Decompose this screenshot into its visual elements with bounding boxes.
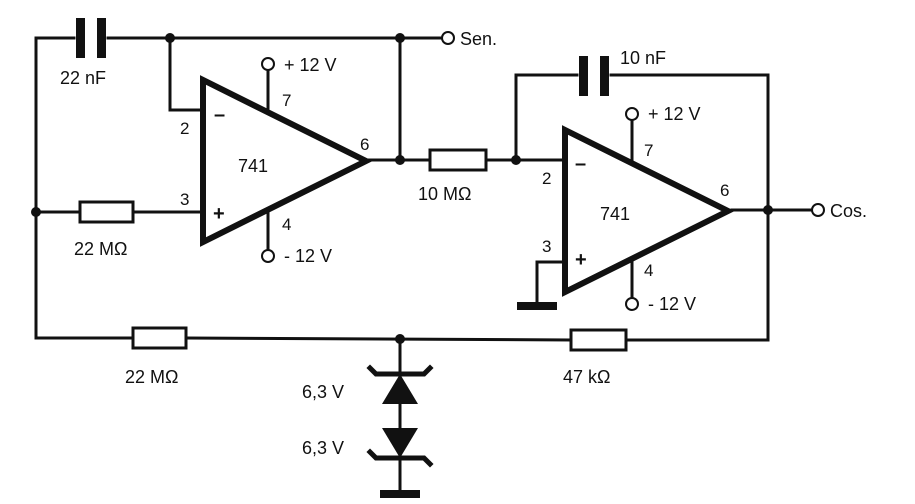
opamp2-vpos-label: + 12 V bbox=[648, 104, 701, 124]
junction-dot bbox=[31, 207, 41, 217]
cos-terminal bbox=[811, 203, 825, 217]
opamp1-pin-minus: 2 bbox=[180, 119, 189, 138]
opamp1-vneg-label: - 12 V bbox=[284, 246, 332, 266]
opamp1-minus-sign: – bbox=[214, 104, 225, 126]
opamp2-pin-plus: 3 bbox=[542, 237, 551, 256]
sen-label: Sen. bbox=[460, 29, 497, 49]
z2-label: 6,3 V bbox=[302, 438, 344, 458]
resistor-r4: 47 kΩ bbox=[563, 328, 628, 387]
r4-label: 47 kΩ bbox=[563, 367, 610, 387]
opamp1-pin-vpos: 7 bbox=[282, 91, 291, 110]
r3-label: 22 MΩ bbox=[125, 367, 178, 387]
z1-label: 6,3 V bbox=[302, 382, 344, 402]
opamp1-vpos-terminal bbox=[261, 57, 275, 71]
opamp1-pin-plus: 3 bbox=[180, 190, 189, 209]
opamp1-pin-out: 6 bbox=[360, 135, 369, 154]
r2-label: 10 MΩ bbox=[418, 184, 471, 204]
opamp1-model: 741 bbox=[238, 156, 268, 176]
r1-label: 22 MΩ bbox=[74, 239, 127, 259]
opamp2-pin-minus: 2 bbox=[542, 169, 551, 188]
opamp1-vneg-terminal bbox=[261, 249, 275, 263]
opamp2-minus-sign: – bbox=[575, 153, 586, 175]
opamp1-pin-vneg: 4 bbox=[282, 215, 291, 234]
ground-symbol bbox=[517, 302, 557, 310]
junction-dots bbox=[31, 33, 773, 344]
ground-bar bbox=[517, 302, 557, 310]
capacitor-c2: 10 nF bbox=[579, 48, 666, 96]
zener-diode-2: 6,3 V bbox=[302, 428, 434, 468]
c2-label: 10 nF bbox=[620, 48, 666, 68]
resistor-r1: 22 MΩ bbox=[74, 200, 135, 259]
resistor-r3: 22 MΩ bbox=[125, 326, 188, 387]
output-cos: Cos. bbox=[811, 201, 867, 221]
junction-dot bbox=[511, 155, 521, 165]
capacitor-c1: 22 nF bbox=[60, 18, 106, 88]
cos-label: Cos. bbox=[830, 201, 867, 221]
c1-label: 22 nF bbox=[60, 68, 106, 88]
output-sen: Sen. bbox=[441, 29, 497, 49]
resistor-r2: 10 MΩ bbox=[418, 148, 488, 204]
opamp2-pin-vpos: 7 bbox=[644, 141, 653, 160]
opamp2-vpos-terminal bbox=[625, 107, 639, 121]
opamp2-vneg-terminal bbox=[625, 297, 639, 311]
opamp2-vneg-label: - 12 V bbox=[648, 294, 696, 314]
wiring bbox=[34, 36, 814, 492]
junction-dot bbox=[395, 33, 405, 43]
ground-bar bbox=[380, 490, 420, 498]
zener-diode-1: 6,3 V bbox=[302, 364, 434, 404]
opamp-1: 741 – + 2 3 6 7 4 + 12 V - 12 V bbox=[180, 55, 373, 266]
opamp2-pin-vneg: 4 bbox=[644, 261, 653, 280]
opamp2-plus-sign: + bbox=[575, 249, 587, 271]
sen-terminal bbox=[441, 31, 455, 45]
opamp2-model: 741 bbox=[600, 204, 630, 224]
junction-dot bbox=[395, 155, 405, 165]
opamp1-vpos-label: + 12 V bbox=[284, 55, 337, 75]
junction-dot bbox=[165, 33, 175, 43]
opamp-2: 741 – + 2 3 6 7 4 + 12 V - 12 V bbox=[542, 104, 735, 314]
ground-symbol-bottom bbox=[380, 490, 420, 498]
junction-dot bbox=[763, 205, 773, 215]
junction-dot bbox=[395, 334, 405, 344]
opamp2-pin-out: 6 bbox=[720, 181, 729, 200]
opamp1-plus-sign: + bbox=[213, 203, 225, 225]
